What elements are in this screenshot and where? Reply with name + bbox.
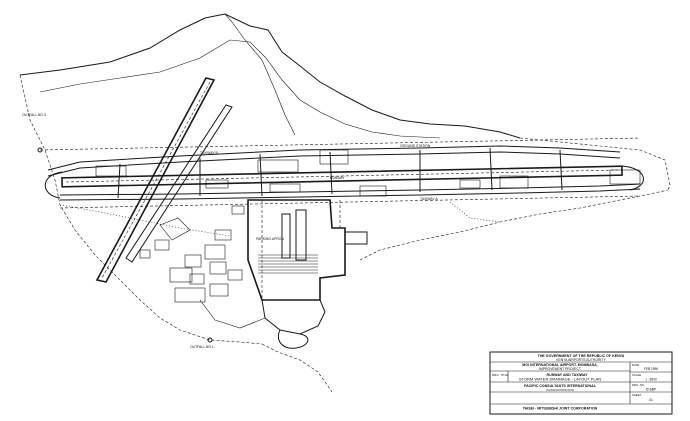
ground-station-label: GROUND STATION	[400, 144, 431, 148]
runway-end-loop-east	[621, 165, 644, 191]
crossing-taxiway	[125, 104, 233, 263]
drainage-boundary	[519, 137, 671, 191]
runway-label: RUNWAY	[330, 176, 345, 180]
title-drg-no-value: C-107	[646, 388, 656, 392]
outfall-marker	[207, 337, 213, 343]
access-road	[199, 299, 266, 329]
terminal-pier	[295, 209, 307, 261]
drainage-boundary	[449, 201, 501, 223]
terminal-landside	[261, 299, 326, 335]
crossing-runway-centerline	[101, 81, 211, 279]
parallel-taxiway-north	[47, 151, 621, 177]
terrain-contour	[39, 39, 441, 139]
terrain-contour	[224, 13, 296, 136]
annotation-boxes	[95, 149, 641, 197]
title-sheet-label: SHEET	[632, 393, 642, 397]
title-consultant: PACIFIC CONSULTANTS INTERNATIONAL	[524, 384, 597, 388]
title-date-value: FEB 1996	[644, 367, 658, 371]
drainage-boundary	[261, 343, 333, 393]
title-section-label: DRG. TITLE	[492, 373, 508, 377]
runway-end-loop-west	[44, 171, 63, 199]
terminal-pier	[281, 213, 291, 259]
title-project-line2: IMPROVEMENT PROJECT	[539, 367, 581, 371]
title-scale-value: 1 : 8000	[645, 378, 657, 382]
drainage-pipes	[39, 137, 641, 300]
title-gov-line1: THE GOVERNMENT OF THE REPUBLIC OF KENYA	[538, 354, 625, 358]
parking-apron-label: PARKING APRON	[256, 237, 284, 241]
title-drg-no-label: DRG. NO.	[632, 383, 645, 387]
outfall-south-label: OUTFALL NO.1	[190, 345, 214, 349]
title-gov-line2: KENYA AIRPORTS AUTHORITY	[556, 358, 606, 362]
parallel-taxiway-south	[59, 188, 641, 201]
title-section-value: RUNWAY AND TAXIWAY	[547, 373, 589, 377]
outfall-marker	[37, 147, 43, 153]
taxiway-a-label: TAXIWAY A	[420, 197, 438, 201]
taxiway-connectors	[117, 147, 563, 199]
title-scale-label: SCALE	[632, 373, 641, 377]
title-sheet-value: 01	[649, 398, 653, 402]
runway-centerline	[65, 169, 619, 183]
apron-extension	[344, 231, 368, 245]
title-consultant-note1: IN ASSOCIATION WITH	[546, 388, 574, 392]
parking-apron	[247, 199, 346, 301]
title-project-line1: MOI INTERNATIONAL AIRPORT, MOMBASA,	[522, 363, 597, 367]
title-block	[489, 351, 673, 415]
building-cluster	[139, 205, 245, 303]
title-contractor: TAISEI - MITSUBISHI JOINT CORPORATION	[523, 407, 598, 411]
drainage-boundary	[19, 74, 263, 345]
crossing-runway	[95, 77, 216, 283]
outfall-west-label: OUTFALL NO.3	[22, 113, 46, 117]
main-runway	[61, 165, 623, 188]
apron-stands	[258, 254, 318, 274]
title-date-label: DATE	[632, 363, 639, 367]
parallel-taxiway-north	[47, 145, 621, 171]
terrain-contour	[19, 13, 521, 139]
taxiway-b-label: TAXIWAY B	[200, 151, 219, 155]
title-drawing-title: STORM WATER DRAINAGE - LAYOUT PLAN	[519, 377, 601, 382]
drainage-boundary	[359, 189, 669, 261]
access-road	[277, 329, 309, 349]
